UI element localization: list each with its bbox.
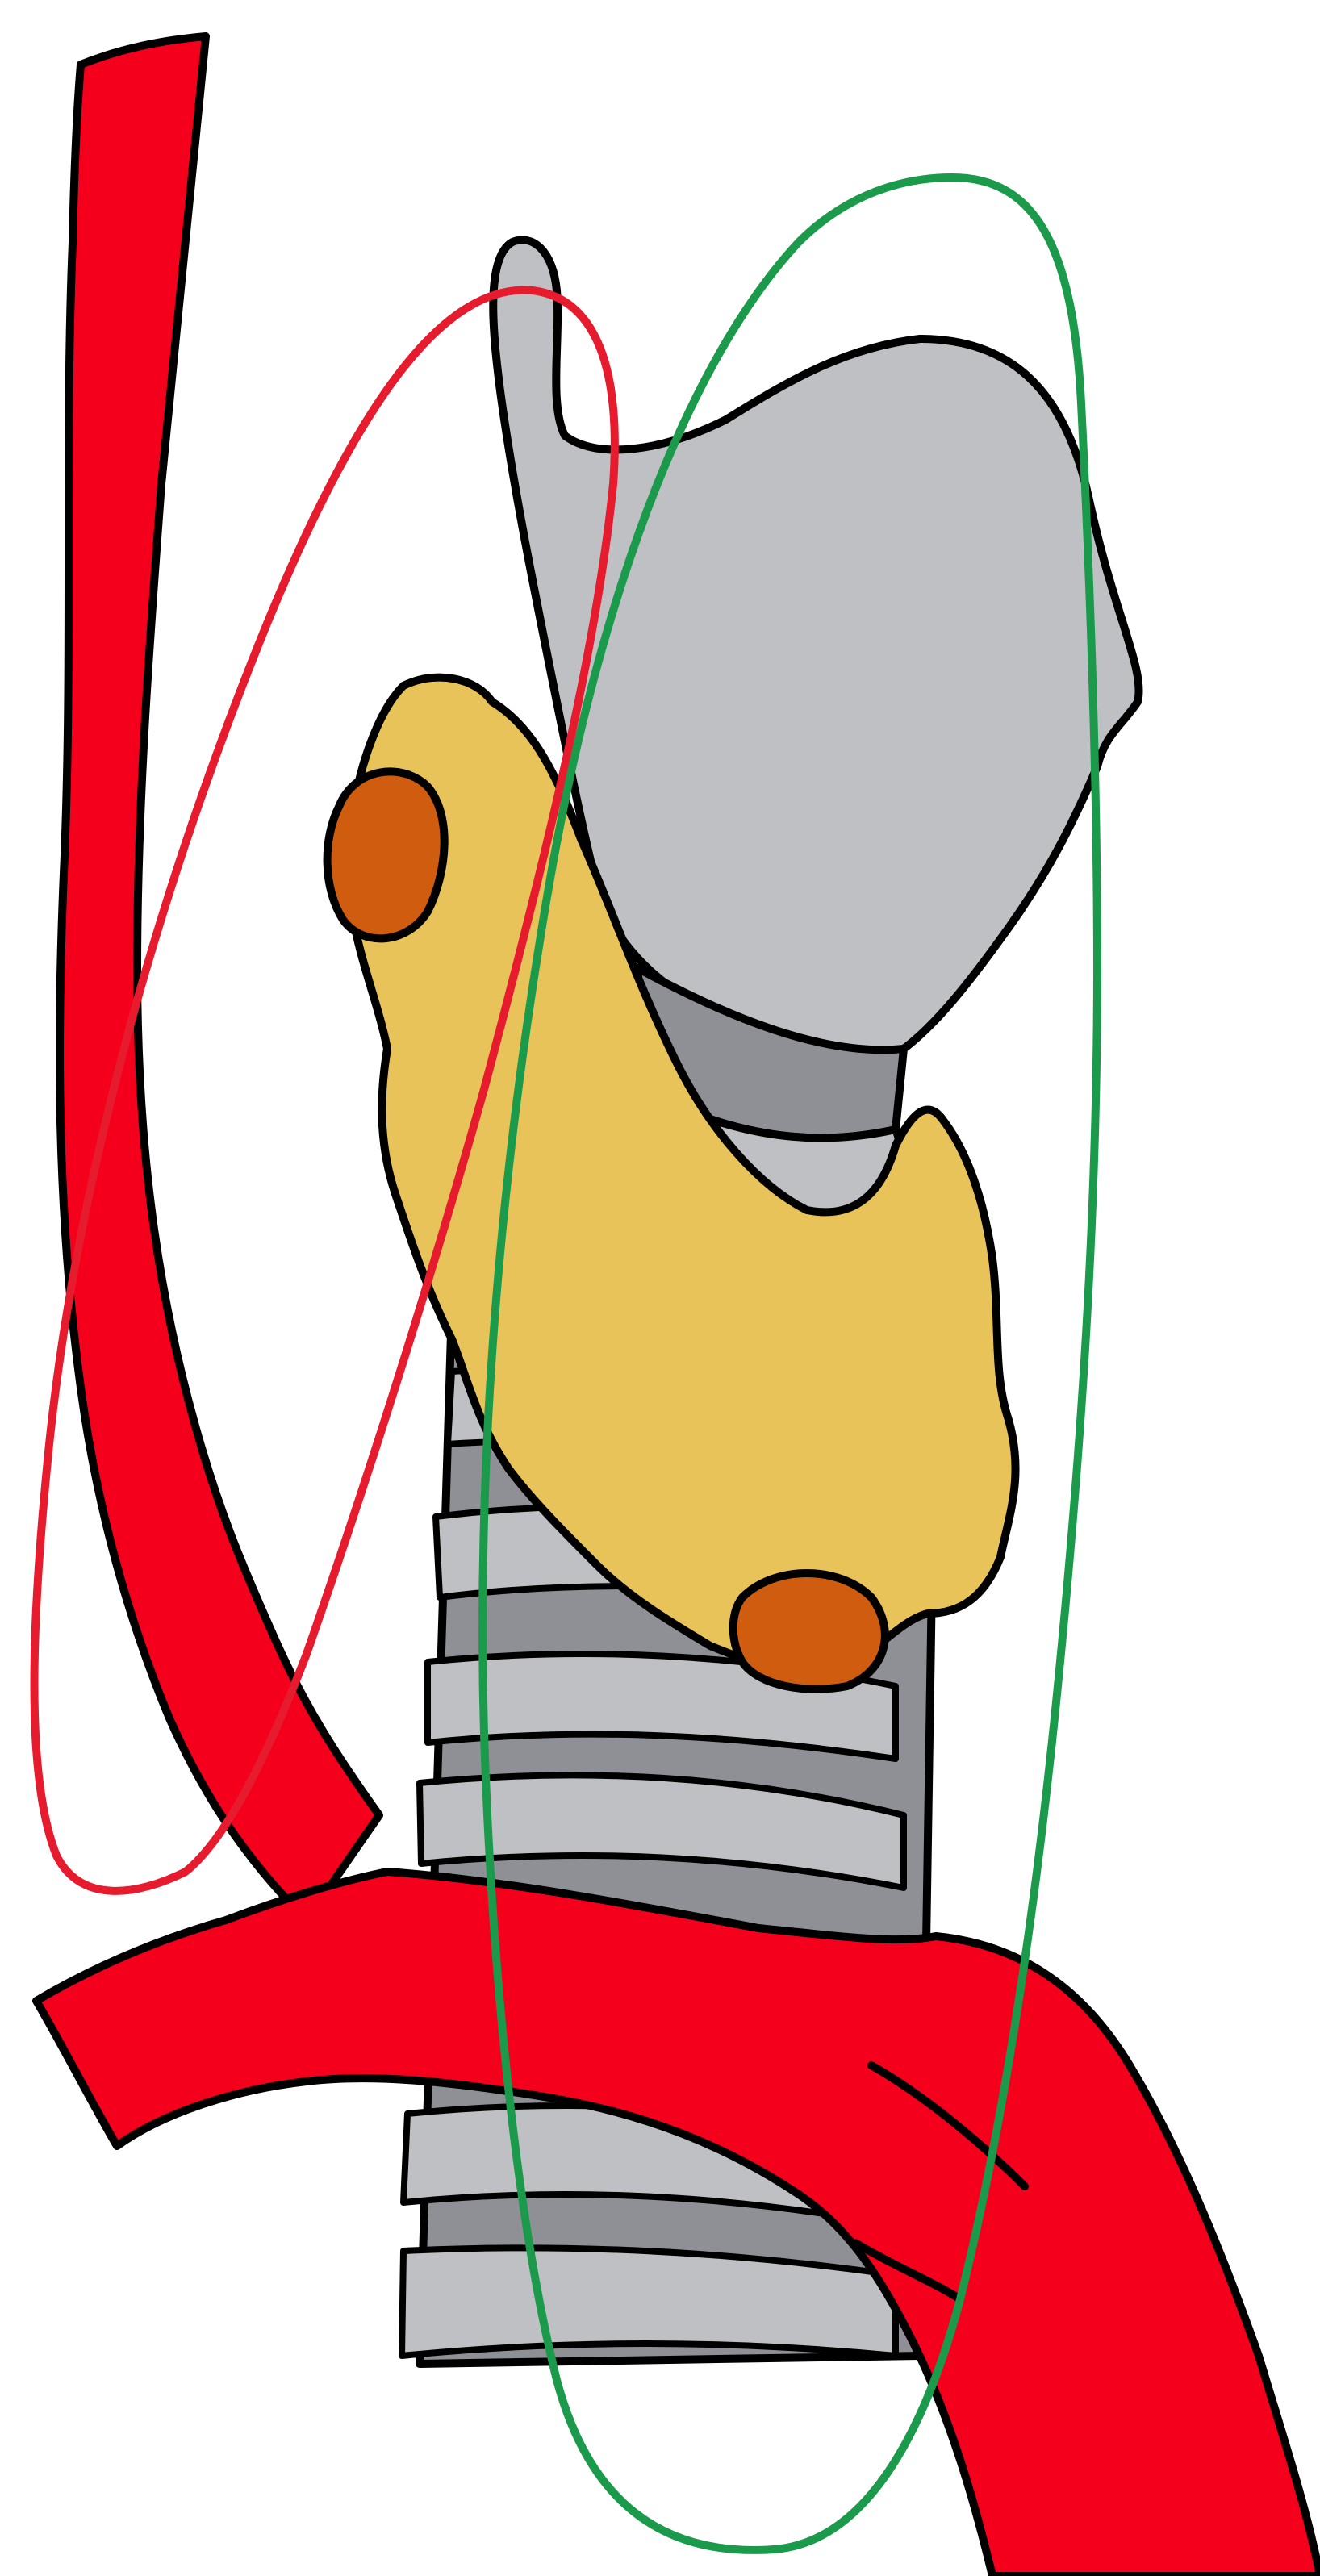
carotid-artery xyxy=(60,36,379,1920)
parathyroid-inferior xyxy=(733,1573,885,1689)
common-carotid-artery xyxy=(60,36,379,1920)
tracheal-ring-5 xyxy=(402,2248,896,2356)
parathyroid-superior xyxy=(328,771,445,938)
